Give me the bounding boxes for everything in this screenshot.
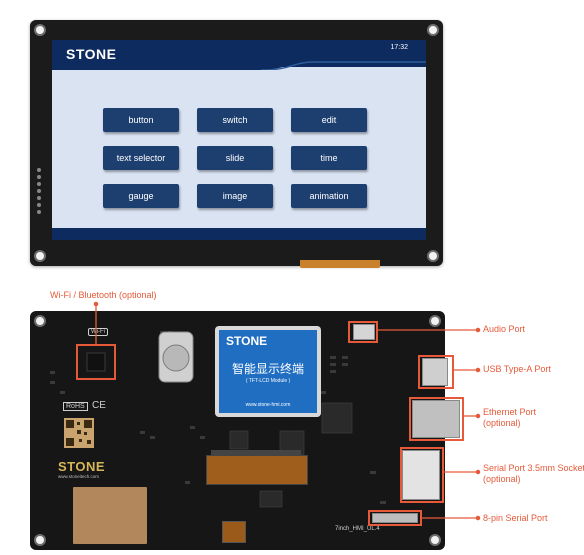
callout-wifi-bluetooth: Wi-Fi / Bluetooth (optional): [50, 290, 157, 300]
screen-button-gauge[interactable]: gauge: [103, 184, 179, 208]
sticker-url: www.stone-hmi.com: [245, 402, 291, 408]
callout-ethernet-line2: (optional): [483, 418, 521, 428]
sticker-chinese-text: 智能显示终端: [231, 362, 304, 376]
module-label-sticker: STONE 智能显示终端 ( TFT-LCD Module ) www.ston…: [215, 326, 321, 417]
screen-logo: STONE: [66, 46, 117, 62]
fpc-ribbon-tab: [300, 260, 380, 268]
copper-pad: [73, 487, 147, 544]
callout-ethernet-port: Ethernet Port (optional): [483, 407, 536, 429]
callout-ethernet-line1: Ethernet Port: [483, 407, 537, 417]
screen-button-text-selector[interactable]: text selector: [103, 146, 179, 170]
screen-button-switch[interactable]: switch: [197, 108, 273, 132]
audio-highlight: [348, 321, 378, 343]
fpc-connector: [206, 450, 308, 485]
small-fpc-connector: [222, 521, 246, 543]
sticker-model: ( TFT-LCD Module ): [245, 378, 291, 384]
lcd-screen: STONE 17:32 button switch edit text sele…: [52, 40, 426, 240]
ethernet-port: [412, 400, 460, 438]
callout-audio-port: Audio Port: [483, 324, 526, 334]
callout-serial-socket: Serial Port 3.5mm Socket (optional): [483, 463, 584, 485]
serial-socket-highlight: [400, 447, 444, 503]
screen-button-edit[interactable]: edit: [291, 108, 367, 132]
ce-mark: CE: [92, 400, 106, 411]
ethernet-highlight: [409, 397, 464, 441]
audio-port: [353, 324, 375, 340]
callout-8-pin-serial: 8-pin Serial Port: [483, 513, 548, 523]
side-header-pins: [37, 168, 41, 220]
mount-hole: [34, 24, 46, 36]
sticker-title: STONE: [226, 334, 268, 348]
mount-hole: [34, 534, 46, 546]
mount-hole: [429, 534, 441, 546]
mount-hole: [34, 315, 46, 327]
callout-usb-port: USB Type-A Port: [483, 364, 551, 374]
screen-button-slide[interactable]: slide: [197, 146, 273, 170]
mount-hole: [34, 250, 46, 262]
8-pin-highlight: [368, 510, 422, 526]
pcb-brand-url: www.stoneitech.com: [58, 474, 100, 479]
usb-highlight: [418, 355, 454, 389]
screen-header-wave: [52, 40, 426, 70]
qr-code-icon: [64, 418, 94, 448]
8-pin-serial-port: [372, 513, 418, 523]
screen-button-animation[interactable]: animation: [291, 184, 367, 208]
screen-button-image[interactable]: image: [197, 184, 273, 208]
screen-button-button[interactable]: button: [103, 108, 179, 132]
serial-socket-port: [402, 450, 440, 500]
callout-serial-line1: Serial Port 3.5mm Socket: [483, 463, 584, 473]
screen-clock: 17:32: [390, 44, 408, 51]
pcb-brand: STONE: [58, 459, 106, 474]
screen-footer: [52, 228, 426, 240]
mount-hole: [429, 315, 441, 327]
coin-battery-holder: [158, 331, 194, 383]
mount-hole: [427, 250, 439, 262]
usb-type-a-port: [422, 358, 448, 386]
callout-serial-line2: (optional): [483, 474, 521, 484]
screen-button-time[interactable]: time: [291, 146, 367, 170]
rohs-mark: RoHS: [63, 402, 88, 411]
wifi-silkscreen: Wi-Fi: [88, 328, 108, 336]
pcb-silkscreen-text: 7inch_HMI_UL.4: [335, 526, 380, 532]
mount-hole: [427, 24, 439, 36]
wifi-bt-highlight: [76, 344, 116, 380]
